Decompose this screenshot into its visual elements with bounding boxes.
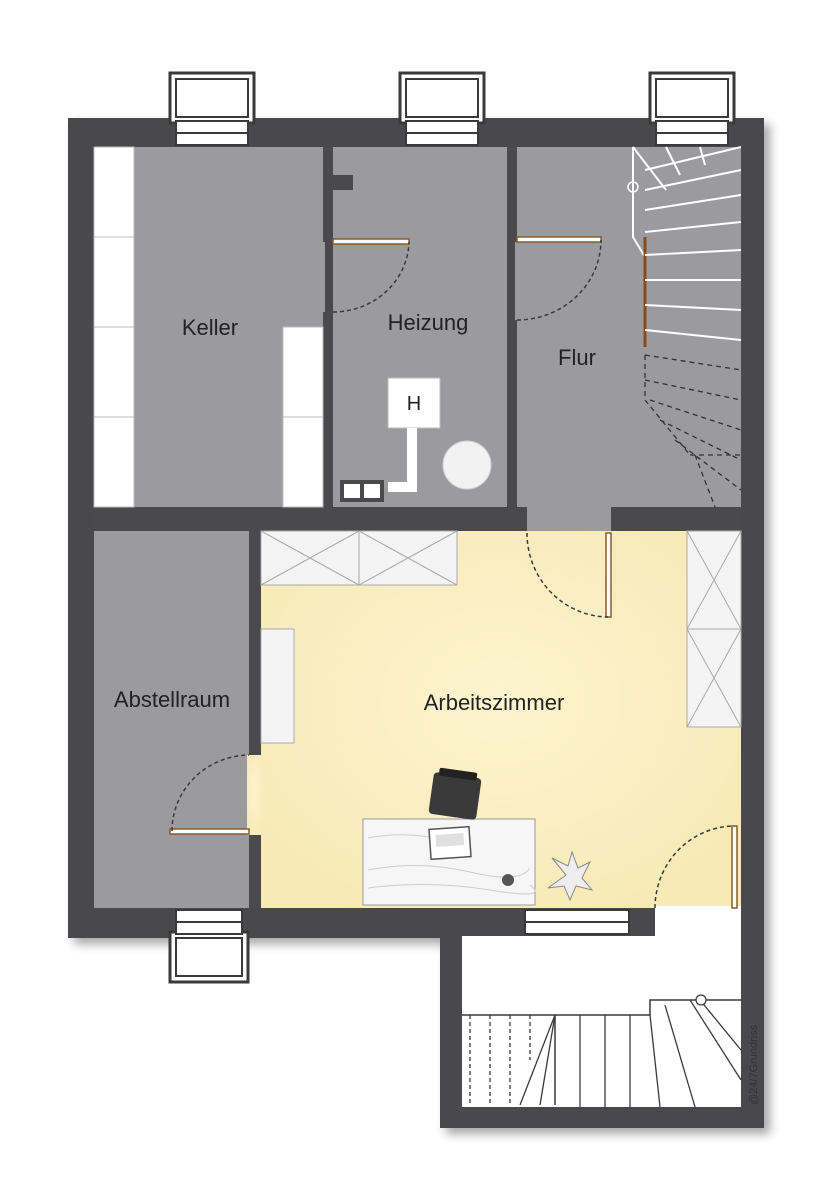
label-keller: Keller [182, 315, 238, 340]
window-flur [648, 71, 736, 146]
keller-shelves-left [93, 146, 135, 508]
stairwell-stairs [462, 994, 742, 1108]
flur-staircase-lower [644, 354, 742, 508]
window-heizung [398, 71, 486, 146]
credit-text: @24/7Grundriss [748, 1024, 760, 1105]
abstellraum-floor [94, 531, 249, 908]
laptop-icon [428, 825, 472, 861]
wardrobe-right [686, 530, 742, 728]
window-arbeitszimmer [524, 909, 630, 935]
window-abstellraum [168, 909, 250, 984]
keller-shelves-right [282, 326, 324, 508]
flur-door-gap-floor [527, 505, 611, 533]
office-chair-icon [428, 767, 482, 820]
mouse-icon [502, 874, 514, 886]
flur-floor [515, 147, 741, 509]
stair-landing-opening [655, 906, 741, 938]
sideboard-left [260, 628, 295, 744]
heating-tank [442, 440, 492, 490]
label-arbeitszimmer: Arbeitszimmer [424, 690, 565, 715]
abstell-opening-floor [247, 755, 263, 835]
heater-symbol: H [407, 393, 421, 415]
label-heizung: Heizung [388, 310, 469, 335]
heater [340, 377, 492, 502]
label-abstellraum: Abstellraum [114, 687, 230, 712]
wardrobe-top [260, 530, 458, 586]
door-keller-heizung [332, 238, 410, 313]
label-flur: Flur [558, 345, 596, 370]
door-abstellraum [169, 754, 250, 835]
interior-walls [94, 147, 741, 908]
door-heizung-flur [516, 236, 602, 321]
stairwell-floor [462, 936, 741, 1107]
plant-icon [547, 850, 594, 902]
door-flur-arbeitszimmer [526, 532, 612, 618]
flur-staircase [627, 146, 742, 347]
window-keller [168, 71, 256, 146]
door-stairwell [654, 825, 738, 909]
